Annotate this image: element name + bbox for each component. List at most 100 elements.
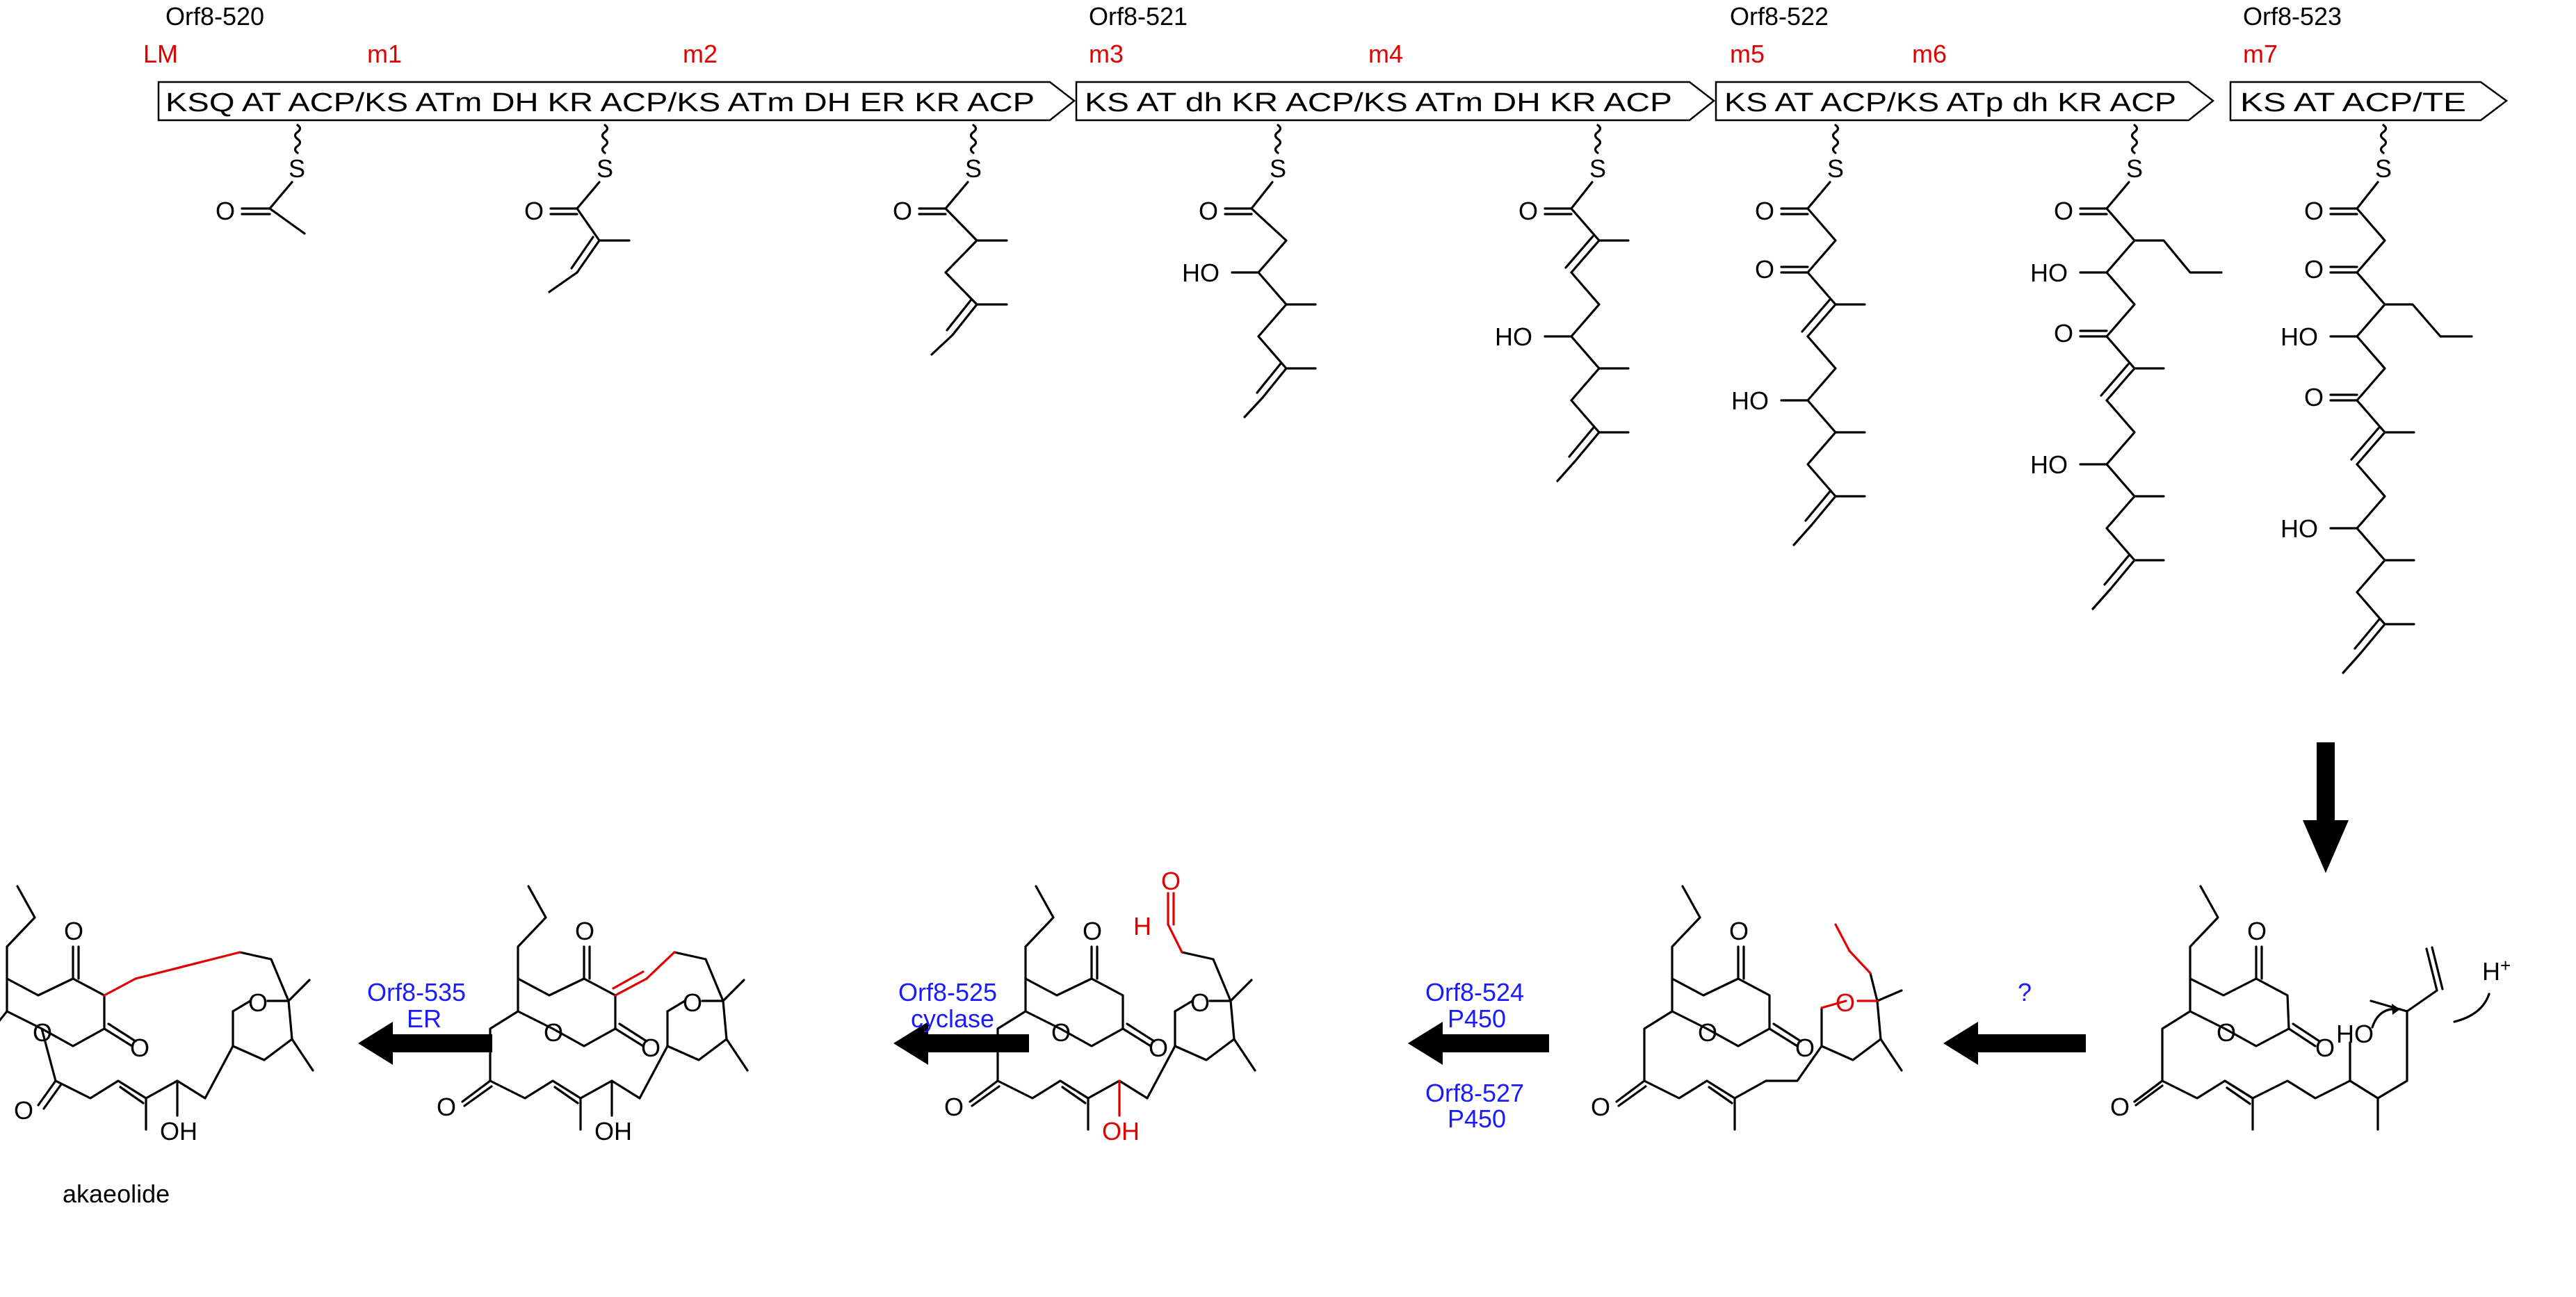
protein-name-orf8-521: Orf8-521 [1089, 2, 1188, 31]
svg-text:OH: OH [160, 1117, 197, 1145]
svg-text:HO: HO [1495, 323, 1532, 351]
svg-text:O: O [1591, 1093, 1610, 1121]
svg-text:O: O [2304, 383, 2324, 411]
svg-text:HO: HO [2281, 514, 2318, 543]
product-name: akaeolide [63, 1180, 170, 1208]
intermediate-m5: S O O HO [1731, 124, 1866, 546]
svg-text:O: O [1698, 1018, 1717, 1047]
svg-text:S: S [965, 154, 982, 183]
akaeolide-structure: O O O O OH O akaeolide [0, 885, 314, 1208]
step-arrow-1: ? [1943, 978, 2086, 1065]
svg-text:O: O [1199, 197, 1218, 225]
enzyme-label-p450-b: P450 [1448, 1104, 1506, 1133]
protein-box-orf8-523 [2229, 81, 2509, 122]
pks-assembly-line: Orf8-520 Orf8-521 Orf8-522 Orf8-523 LM m… [143, 2, 2509, 122]
thf-intermediate: O O O O O [1591, 885, 1903, 1131]
svg-text:H: H [1133, 912, 1151, 940]
protein-box-orf8-521 [1075, 81, 1716, 122]
protein-box-orf8-520 [157, 81, 1076, 122]
svg-text:O: O [1149, 1034, 1168, 1062]
intermediate-loading: S O [216, 124, 306, 235]
svg-text:O: O [1518, 197, 1538, 225]
svg-text:O: O [683, 988, 702, 1017]
cyclized-intermediate: O O O O OH O [437, 885, 749, 1145]
release-arrow [2303, 742, 2349, 873]
intermediate-m4: S O HO [1495, 124, 1630, 482]
svg-text:O: O [641, 1034, 661, 1062]
svg-text:O: O [2247, 917, 2267, 945]
svg-text:HO: HO [1182, 259, 1220, 287]
svg-text:O: O [2054, 319, 2073, 348]
svg-text:O: O [14, 1096, 33, 1125]
macrolactone-precursor: O O O O HO H+ [2110, 885, 2511, 1131]
protein-box-orf8-522 [1715, 81, 2215, 122]
svg-text:HO: HO [2030, 259, 2068, 287]
svg-text:HO: HO [2281, 323, 2318, 351]
module-label-m6: m6 [1912, 40, 1947, 68]
module-label-m2: m2 [683, 40, 718, 68]
svg-text:S: S [289, 154, 305, 183]
intermediate-m7: S O O HO O HO [2281, 124, 2473, 674]
domains-orf8-523: KS AT ACP/TE [2240, 88, 2466, 117]
module-label-m4: m4 [1368, 40, 1403, 68]
domains-orf8-521: KS AT dh KR ACP/KS ATm DH KR ACP [1085, 88, 1672, 117]
step-arrow-3: Orf8-525 cyclase [893, 978, 1029, 1065]
enzyme-label-orf8-524: Orf8-524 [1425, 978, 1524, 1006]
svg-text:OH: OH [594, 1117, 632, 1145]
protein-name-orf8-520: Orf8-520 [165, 2, 264, 31]
aldehyde-intermediate: O O O O OH O O H [944, 867, 1256, 1145]
intermediate-m2: S O [893, 124, 1008, 356]
svg-text:O: O [944, 1093, 964, 1121]
enzyme-label-er: ER [407, 1004, 442, 1033]
intermediate-m3: S O HO [1182, 124, 1317, 418]
step-arrow-2: Orf8-524 P450 Orf8-527 P450 [1408, 978, 1549, 1133]
svg-text:O: O [1729, 917, 1749, 945]
svg-text:HO: HO [2030, 450, 2068, 479]
svg-text:O: O [1755, 197, 1774, 225]
intermediate-m6: S O HO O HO [2030, 124, 2223, 610]
svg-text:O: O [64, 917, 83, 945]
enzyme-label-unknown: ? [2018, 978, 2032, 1006]
svg-text:O: O [2304, 197, 2324, 225]
svg-text:S: S [1827, 154, 1844, 183]
svg-text:S: S [1270, 154, 1286, 183]
module-label-m3: m3 [1089, 40, 1124, 68]
svg-text:O: O [1836, 988, 1855, 1017]
module-label-m1: m1 [367, 40, 402, 68]
svg-text:HO: HO [2336, 1020, 2374, 1048]
svg-text:OH: OH [1102, 1117, 1140, 1145]
module-label-m5: m5 [1730, 40, 1765, 68]
intermediate-m1: S O [524, 124, 631, 293]
svg-text:O: O [893, 197, 912, 225]
module-label-lm: LM [143, 40, 178, 68]
svg-text:O: O [2315, 1034, 2335, 1062]
svg-text:O: O [1755, 255, 1774, 284]
enzyme-label-orf8-527: Orf8-527 [1425, 1079, 1524, 1107]
svg-text:O: O [544, 1018, 563, 1047]
svg-text:O: O [216, 197, 235, 225]
svg-text:O: O [2304, 255, 2324, 284]
svg-text:O: O [2110, 1093, 2130, 1121]
svg-text:O: O [1083, 917, 1102, 945]
svg-text:S: S [2126, 154, 2143, 183]
enzyme-label-p450-a: P450 [1448, 1004, 1506, 1033]
svg-text:O: O [1190, 988, 1210, 1017]
svg-text:O: O [2054, 197, 2073, 225]
enzyme-label-cyclase: cyclase [911, 1004, 994, 1033]
svg-text:O: O [575, 917, 594, 945]
svg-text:O: O [1051, 1018, 1071, 1047]
svg-text:O: O [437, 1093, 456, 1121]
svg-text:O: O [248, 988, 268, 1017]
protein-name-orf8-523: Orf8-523 [2243, 2, 2342, 31]
svg-text:H+: H+ [2482, 955, 2511, 986]
svg-text:O: O [524, 197, 544, 225]
enzyme-label-orf8-535: Orf8-535 [367, 978, 466, 1006]
svg-text:S: S [597, 154, 613, 183]
svg-text:HO: HO [1731, 386, 1769, 415]
domains-orf8-522: KS AT ACP/KS ATp dh KR ACP [1724, 88, 2176, 117]
enzyme-label-orf8-525: Orf8-525 [898, 978, 997, 1006]
svg-text:O: O [1795, 1034, 1815, 1062]
svg-text:O: O [1161, 867, 1181, 895]
svg-text:O: O [130, 1034, 149, 1062]
